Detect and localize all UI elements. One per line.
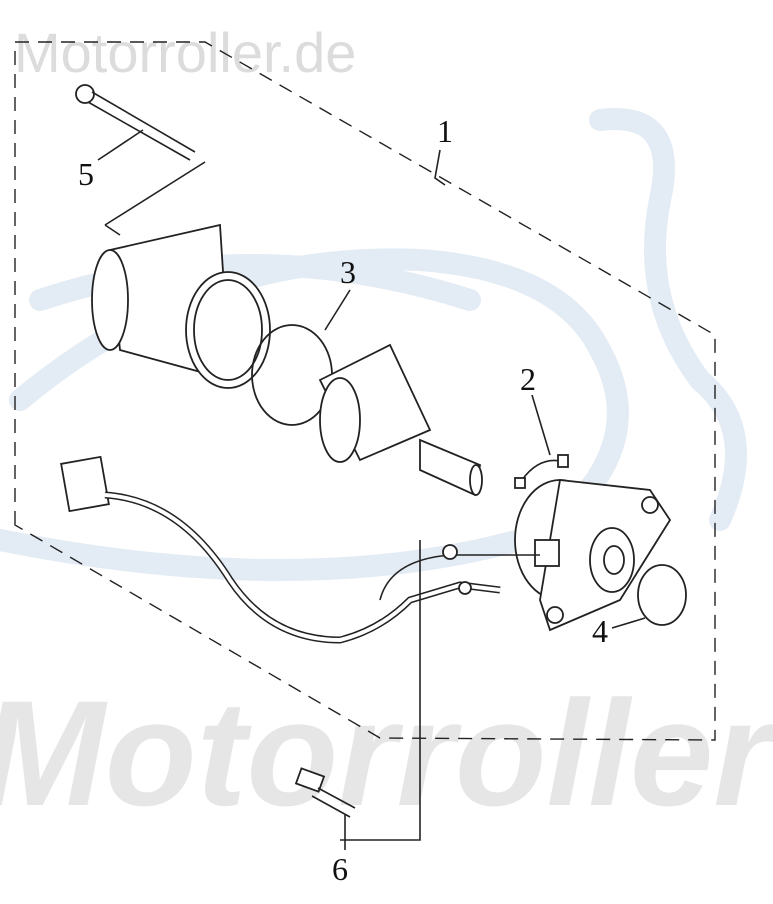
- label-2: 2: [520, 361, 536, 397]
- o-ring-part-4: [637, 564, 687, 626]
- cable-with-connector: [60, 455, 540, 841]
- label-1: 1: [437, 113, 453, 149]
- label-3: 3: [340, 254, 356, 290]
- watermark-bottom: Motorroller: [0, 669, 773, 837]
- brush-part-2: [514, 394, 569, 489]
- label-4: 4: [592, 613, 608, 649]
- label-6: 6: [332, 851, 348, 887]
- leader-1: [434, 149, 446, 186]
- bolt-part-5: [75, 84, 206, 236]
- end-cover: [514, 479, 672, 632]
- leader-5: [97, 129, 144, 161]
- leader-4: [611, 617, 646, 629]
- motor-housing: [91, 223, 271, 389]
- assembly-outline: [14, 41, 716, 741]
- leader-3: [324, 289, 351, 331]
- armature: [318, 343, 483, 497]
- label-5: 5: [78, 156, 94, 192]
- bolt-part-6: [294, 767, 356, 850]
- watermark-top: Motorroller.de: [14, 21, 356, 84]
